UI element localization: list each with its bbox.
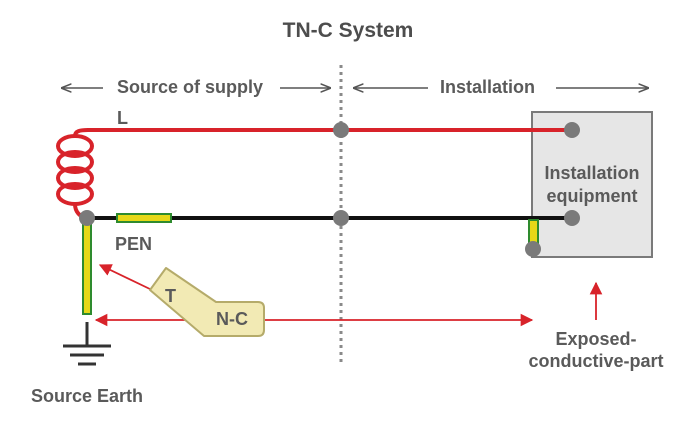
line-conductor-label: L: [117, 108, 128, 128]
source-of-supply-label: Source of supply: [117, 77, 264, 97]
transformer-coil: [56, 128, 94, 220]
pen-label: PEN: [115, 234, 153, 254]
tn-c-tag-shape: [149, 267, 265, 337]
source-earth-conductor: [82, 221, 92, 315]
line-divider-node: [333, 122, 349, 138]
source-pen-node: [79, 210, 95, 226]
tag-n-c-label: N-C: [216, 309, 248, 329]
installation-equipment-label-line2: equipment: [546, 186, 638, 206]
exposed-conductive-part-node: [525, 241, 541, 257]
installation-section-label: Installation: [440, 77, 536, 97]
diagram-title: TN-C System: [282, 19, 414, 42]
exposed-conductive-part-label-line1: Exposed-: [555, 329, 637, 349]
earth-symbol-icon: [63, 322, 111, 366]
exposed-conductive-part-label-line2: conductive-part: [528, 351, 664, 371]
pen-divider-node: [333, 210, 349, 226]
t-pointer-arrow: [98, 264, 153, 291]
pen-green-yellow-marker: [116, 213, 172, 223]
equipment-pen-terminal: [564, 210, 580, 226]
source-earth-label: Source Earth: [31, 386, 144, 406]
installation-equipment-box: [531, 111, 653, 258]
tag-t-label: T: [165, 286, 176, 306]
installation-equipment-label-line1: Installation: [544, 163, 640, 183]
equipment-line-terminal: [564, 122, 580, 138]
